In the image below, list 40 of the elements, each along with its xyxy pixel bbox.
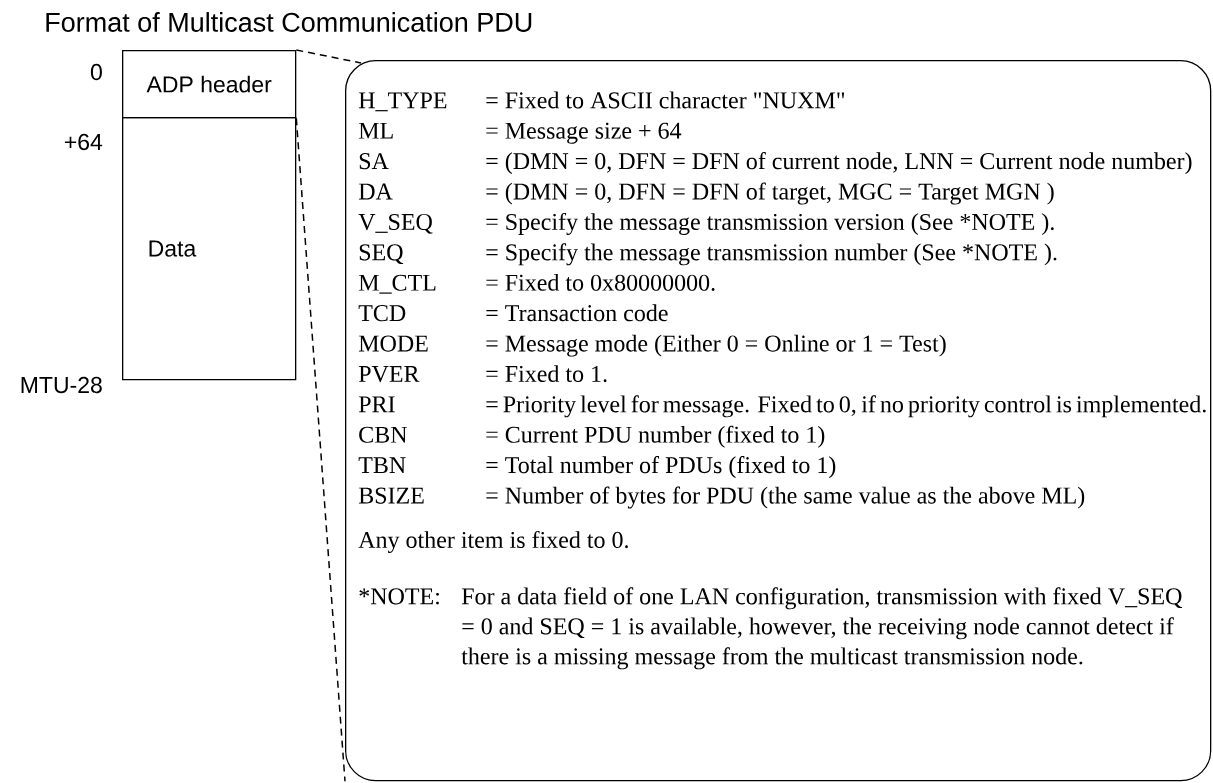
field-name: DA [358, 183, 393, 200]
offset-label: +64 [64, 133, 103, 151]
field-name: SA [359, 153, 389, 170]
field-definition: = Message size + 64 [486, 122, 682, 144]
field-name: V_SEQ [358, 213, 433, 234]
field-name: ML [358, 122, 393, 139]
expansion-line [295, 49, 362, 64]
field-definition: = Total number of PDUs (fixed to 1) [486, 456, 836, 479]
callout-box [345, 60, 1212, 782]
field-definition: = Message mode (Either 0 = Online or 1 = Test) [486, 334, 946, 357]
field-definition: = (DMN = 0, DFN = DFN of target, MGC = Target MGN ) [486, 182, 1054, 205]
field-definition: = Fixed to 1. [486, 365, 607, 383]
note-body: For a data field of one LAN configuration, transmission with fixed V_SEQ = 0 and SEQ = 1 is available, however, the receiving node cannot detect if there is a missing message from the multicast transmission node. [461, 587, 1183, 670]
field-definition: = Specify the message transmission version (See *NOTE ). [486, 212, 1054, 235]
field-definition: = Fixed to ASCII character "NUXM" [486, 91, 845, 109]
field-name: H_TYPE [358, 92, 447, 112]
field-definition: = (DMN = 0, DFN = DFN of current node, LNN = Current node number) [486, 152, 1192, 175]
field-definition: = Number of bytes for PDU (the same value as the above ML) [486, 486, 1085, 509]
field-name: TBN [358, 457, 406, 474]
expansion-line [295, 117, 346, 783]
field-definition: = Fixed to 0x80000000. [486, 273, 715, 291]
field-name: PRI [358, 396, 395, 413]
field-name: M_CTL [358, 274, 436, 294]
field-name: BSIZE [358, 487, 424, 504]
field-name: MODE [358, 335, 428, 352]
field-name: TCD [358, 305, 406, 322]
offset-label: 0 [90, 63, 102, 81]
note-text: Any other item is fixed to 0. [358, 530, 628, 553]
header-field-box: ADP header [122, 50, 297, 119]
title: Format of Multicast Communication PDU [46, 12, 532, 32]
field-name: SEQ [359, 244, 404, 265]
field-definition: = Transaction code [486, 304, 668, 322]
data-field-box: Data [122, 117, 297, 381]
field-name: PVER [358, 366, 420, 383]
field-name: CBN [359, 426, 407, 443]
field-definition: = Priority level for message. Fixed to 0, if no priority control is implemented. [486, 395, 1206, 418]
field-definition: = Current PDU number (fixed to 1) [486, 425, 825, 448]
note-label: *NOTE: [359, 588, 439, 605]
field-definition: = Specify the message transmission number (See *NOTE ). [486, 243, 1057, 266]
offset-label: MTU-28 [21, 376, 102, 394]
